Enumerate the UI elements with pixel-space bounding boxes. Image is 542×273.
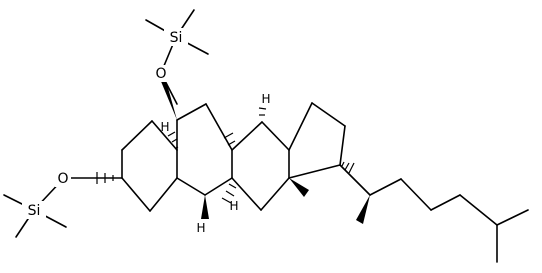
hash-c9-h xyxy=(228,183,237,189)
wedge-c20-methyl xyxy=(356,195,370,224)
bond-c15-c16 xyxy=(311,102,346,127)
bond-c7-c8 xyxy=(205,103,233,151)
atom-labels: Si O O Si H H H H xyxy=(22,28,271,235)
bond-c8-c14 xyxy=(231,121,263,151)
bond-c20-c22 xyxy=(369,178,402,196)
hash-c17-chain xyxy=(344,162,350,171)
bond-c16-c17 xyxy=(339,125,346,166)
hash-c5-h xyxy=(167,131,176,137)
bond-c12-c11 xyxy=(260,177,290,211)
hash-c9-h xyxy=(225,190,235,197)
hash-c5-h xyxy=(175,146,179,149)
h-label-c5: H xyxy=(160,120,169,134)
label-bg xyxy=(55,170,71,187)
wedge-c6-o xyxy=(160,77,177,120)
o-label-top: O xyxy=(155,66,166,82)
side-chain xyxy=(339,164,529,263)
hash-c9-h xyxy=(221,197,232,204)
bond-c10-c10b xyxy=(176,177,206,196)
bond-c4-c3 xyxy=(121,120,153,151)
wedge-c13-methyl xyxy=(289,178,309,197)
hash-c8-h xyxy=(227,140,236,146)
ring-c xyxy=(231,121,290,211)
bond-c14-c13 xyxy=(261,121,290,151)
h-label-c9: H xyxy=(229,199,238,213)
bond-c22-c23 xyxy=(400,178,432,211)
bond-c17-c13 xyxy=(288,164,341,179)
label-bg xyxy=(22,201,46,219)
ring-b xyxy=(176,103,233,196)
hash-c14-h xyxy=(258,107,267,110)
ring-d xyxy=(288,102,346,179)
bond-c13-c15 xyxy=(288,102,313,151)
hash-c5-h xyxy=(171,138,178,143)
bond-c1-c10 xyxy=(149,177,178,212)
hash-bonds xyxy=(96,77,355,204)
si-label-left: Si xyxy=(28,203,41,219)
bond-c24-c25 xyxy=(459,194,498,226)
bond-c2-c1 xyxy=(121,177,151,212)
ring-a xyxy=(121,120,178,212)
bond-c25-c26 xyxy=(496,209,529,226)
hash-c17-chain xyxy=(348,162,355,174)
hash-c8-h xyxy=(223,132,234,139)
bond-c6-c7 xyxy=(176,103,207,121)
bond-c23-c24 xyxy=(430,194,461,211)
label-bg xyxy=(164,28,188,46)
bond-c17-c20 xyxy=(339,164,371,196)
tms-group-top xyxy=(145,9,209,105)
bond-c5-c4 xyxy=(151,120,178,151)
h-label-c10: H xyxy=(196,221,205,235)
label-bg xyxy=(153,65,169,82)
wedge-c10-methyl xyxy=(201,195,209,219)
o-label-left: O xyxy=(57,171,68,187)
bond-c11-c9 xyxy=(231,177,262,211)
si-label-top: Si xyxy=(170,30,183,46)
bond-c9-c10 xyxy=(204,177,233,196)
wedge-bonds xyxy=(201,178,370,224)
hash-c17-chain xyxy=(341,161,345,167)
h-label-c14: H xyxy=(261,92,270,106)
